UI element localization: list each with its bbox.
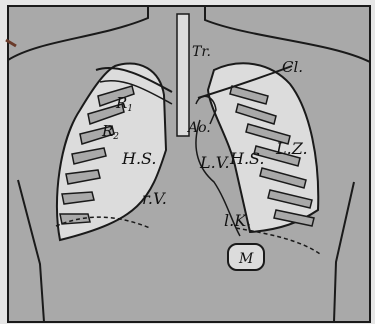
label-clavicle: Cl. xyxy=(282,58,303,76)
label-hilus-left: H.S. xyxy=(229,149,265,168)
label-lz: L.Z. xyxy=(275,139,308,158)
label-aorta: Ao. xyxy=(186,120,211,136)
label-lv: L.V. xyxy=(199,153,230,172)
label-trachea: Tr. xyxy=(192,44,211,60)
label-r2-main: R xyxy=(101,122,113,140)
label-right-ventricle: r.V. xyxy=(142,189,167,208)
label-r2-sub: 2 xyxy=(112,132,119,142)
label-r1-main: R xyxy=(115,94,127,112)
label-r1-sub: 1 xyxy=(127,104,133,114)
label-left-chamber: l.K. xyxy=(224,211,251,230)
label-hilus-right: H.S. xyxy=(121,149,157,168)
trachea-tube xyxy=(177,14,189,136)
label-stomach: M xyxy=(238,251,254,267)
